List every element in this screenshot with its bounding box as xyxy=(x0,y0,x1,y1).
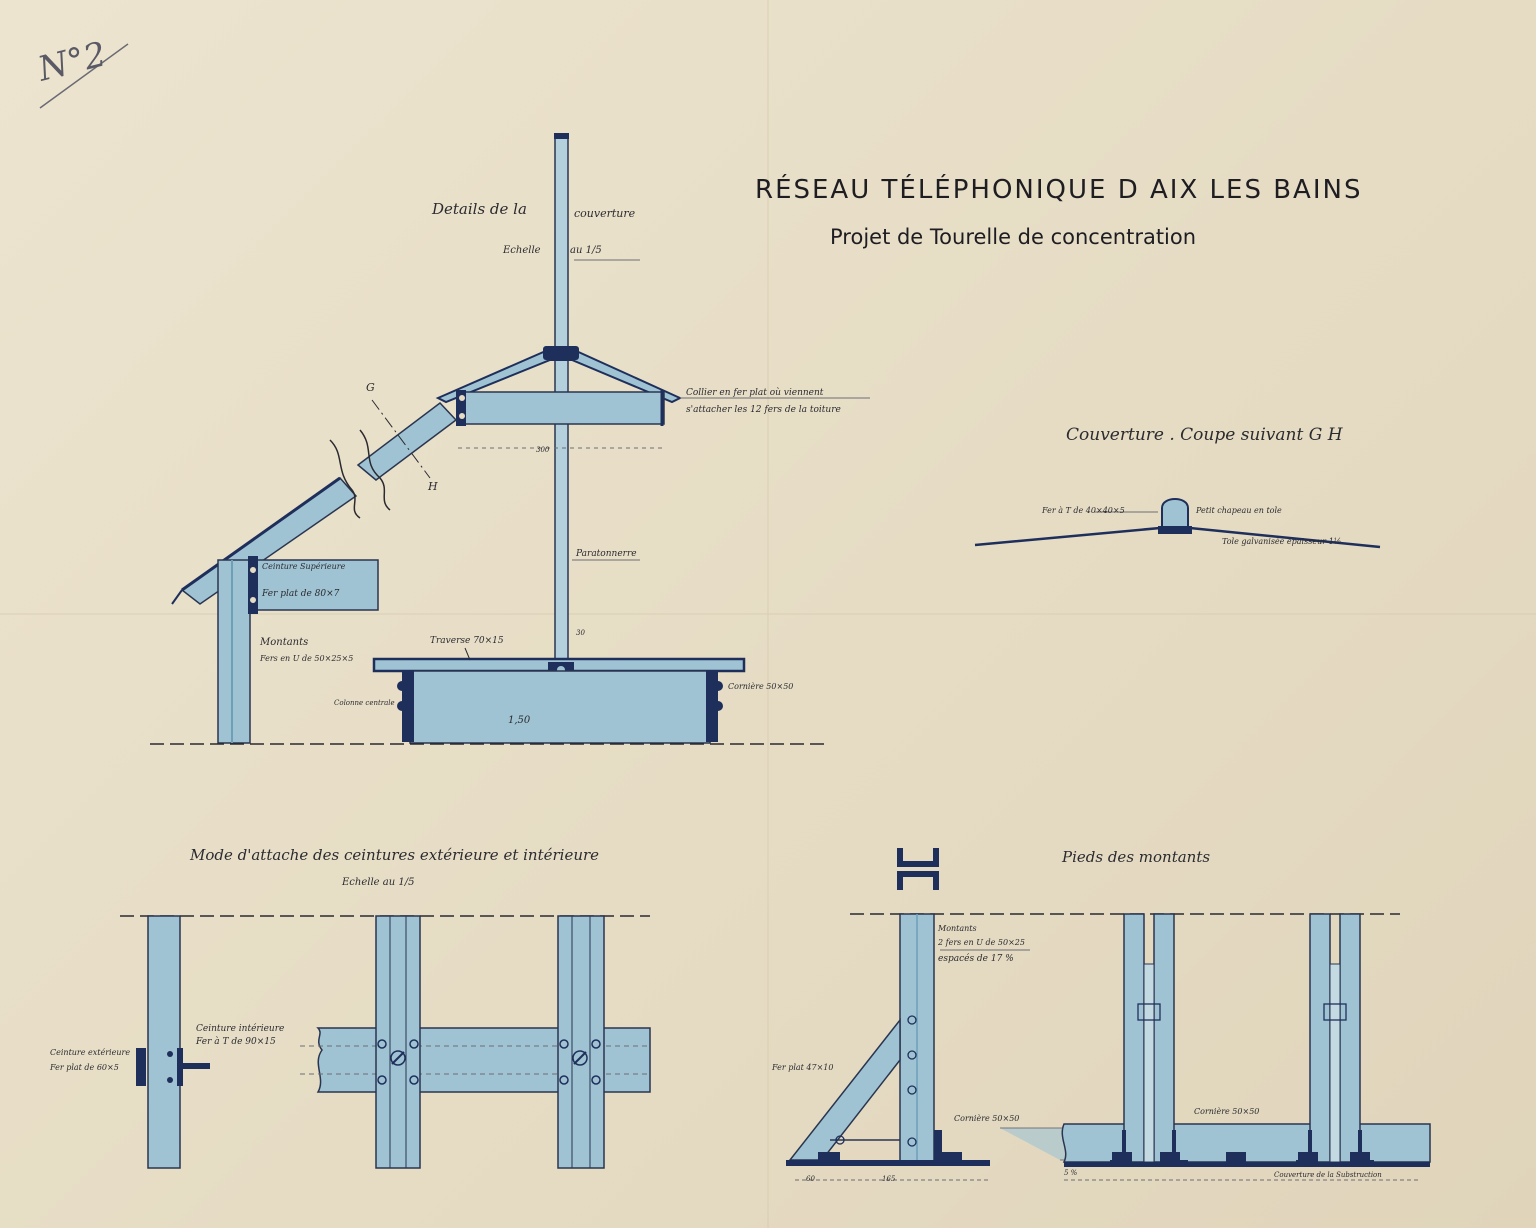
cut-label-g: G xyxy=(366,381,375,394)
cut-line-gh xyxy=(371,399,431,479)
uprights-label-2: Fers en U de 50×25×5 xyxy=(260,654,354,663)
collar-label-1: Collier en fer plat où viennent xyxy=(686,388,824,398)
dimension-5: 5 % xyxy=(1064,1169,1078,1177)
inner-belt-label-1: Ceinture intérieure xyxy=(196,1024,285,1034)
dimension-165: 165 xyxy=(882,1175,896,1183)
base-plate-right xyxy=(1064,1162,1430,1167)
drawing-title: RÉSEAU TÉLÉPHONIQUE D AIX LES BAINS xyxy=(755,175,1363,205)
sheet-number-underline xyxy=(39,43,129,109)
collar-label-2: s'attacher les 12 fers de la toiture xyxy=(686,405,841,415)
roof-detail-heading-a: Details de la xyxy=(432,200,527,218)
t-iron-label: Fer à T de 40×40×5 xyxy=(1042,506,1125,515)
traverse-label: Traverse 70×15 xyxy=(430,636,504,646)
base-plate-left xyxy=(786,1160,990,1166)
substruction-label: Couverture de la Substruction xyxy=(1274,1171,1382,1179)
feet-uprights-label-3: espacés de 17 % xyxy=(938,954,1014,964)
central-column xyxy=(409,670,711,744)
upper-belt xyxy=(251,559,379,611)
roof-detail-scale-a: Echelle xyxy=(503,245,541,256)
feet-uprights-label-1: Montants xyxy=(938,924,977,933)
inner-belt-label-2: Fer à T de 90×15 xyxy=(196,1037,276,1047)
dimension-60: 60 xyxy=(806,1175,815,1183)
diagonal-brace xyxy=(788,1017,901,1161)
attachment-post-left xyxy=(147,915,181,1169)
upper-belt-label-1: Ceinture Supérieure xyxy=(262,562,346,571)
roof-section-gh xyxy=(974,498,1381,549)
outer-belt-label-2: Fer plat de 60×5 xyxy=(50,1063,119,1072)
feet-uprights-label-2: 2 fers en U de 50×25 xyxy=(938,938,1025,947)
dimension-300: 300 xyxy=(536,446,550,454)
post-upright xyxy=(217,559,251,744)
attachment-heading: Mode d'attache des ceintures extérieure … xyxy=(190,846,600,864)
central-column-label: Colonne centrale xyxy=(334,699,395,707)
attachment-scale: Echelle au 1/5 xyxy=(342,877,415,888)
post-feet-detail xyxy=(786,848,1431,1181)
lightning-rod-label: Paratonnerre xyxy=(576,549,637,559)
collar-bar xyxy=(457,391,665,425)
cut-label-h: H xyxy=(428,480,438,493)
upper-belt-label-2: Fer plat de 80×7 xyxy=(262,589,340,599)
cap-label: Petit chapeau en tole xyxy=(1196,506,1282,515)
dimension-150: 1,50 xyxy=(508,715,531,726)
section-gh-heading: Couverture . Coupe suivant G H xyxy=(1066,425,1343,445)
feet-heading: Pieds des montants xyxy=(1062,848,1211,866)
roof-detail-scale-b: au 1/5 xyxy=(570,245,602,256)
outer-belt-label-1: Ceinture extérieure xyxy=(50,1048,131,1057)
u-channel-symbol xyxy=(897,848,939,890)
dimension-30: 30 xyxy=(576,629,585,637)
flat-iron-label: Fer plat 47×10 xyxy=(772,1063,834,1072)
roof-detail-heading-b: couverture xyxy=(574,207,636,220)
uprights-label-1: Montants xyxy=(260,637,309,648)
corniere-label: Cornière 50×50 xyxy=(728,682,794,691)
galvanized-sheet-label: Tole galvanisée épaisseur 1½ xyxy=(1222,537,1342,546)
t-iron-cap xyxy=(1161,498,1189,529)
roof-detail xyxy=(150,133,870,745)
belt-attachment-detail xyxy=(120,915,651,1169)
drawing-subtitle: Projet de Tourelle de concentration xyxy=(830,225,1197,249)
feet-corniere-label-a: Cornière 50×50 xyxy=(954,1114,1020,1123)
rafter-upper xyxy=(356,401,458,481)
feet-corniere-label-b: Cornière 50×50 xyxy=(1194,1107,1260,1116)
